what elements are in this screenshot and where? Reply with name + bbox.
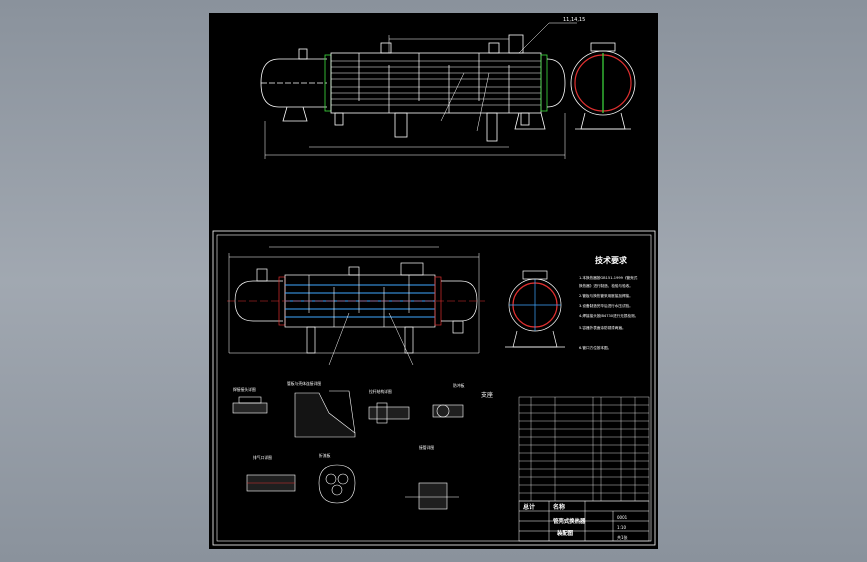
assembly-end-view (505, 270, 565, 348)
tech-req-line: 6.管口方位按本图。 (579, 345, 611, 350)
tube-bundle (331, 60, 541, 106)
tech-req-line: 换热器》进行制造、检验与验收。 (579, 283, 633, 288)
baffles (358, 53, 510, 113)
tech-req-line: 1.本换热器按GB151-1999《管壳式 (579, 275, 638, 280)
detail-label-5: 支座 (481, 391, 493, 399)
drawing-sheet-count: 共1张 (617, 534, 628, 540)
cad-drawing: 11,14,15 (212, 17, 656, 546)
title-block-total: 总计 (523, 503, 535, 511)
drawing-code: 0001 (617, 515, 628, 520)
tech-req-line: 2.管板与换热管采用胀接加焊接。 (579, 293, 633, 298)
detail-label-6: 折流板 (319, 453, 331, 458)
tech-req-line: 4.焊接接头按JB4730进行无损检测。 (579, 313, 638, 318)
top-nozzle-label: 11,14,15 (563, 17, 585, 23)
detail-label-7: 排气口详图 (253, 455, 272, 460)
detail-label-1: 焊接接头详图 (233, 387, 256, 392)
detail-label-8: 接管详图 (419, 445, 434, 450)
detail-label-3: 拉杆结构详图 (369, 389, 392, 394)
right-tubesheet (540, 54, 548, 112)
drawing-title-2: 装配图 (556, 529, 574, 537)
title-block (518, 500, 650, 542)
tech-req-line: 3.设备制造完毕后进行水压试验。 (579, 303, 633, 308)
detail-labels: 焊接接头详图 管板与壳体连接详图 拉杆结构详图 防冲板 支座 折流板 排气口详图… (233, 381, 493, 460)
detail-label-4: 防冲板 (453, 383, 465, 388)
sheet-frame-outer (212, 230, 656, 546)
sheet-frame-inner (216, 234, 652, 542)
top-elevation-view (260, 22, 636, 159)
drawing-title-1: 管壳式换热器 (553, 517, 586, 525)
drawing-sheet: 11,14,15 (209, 13, 658, 549)
dimension-lines (264, 35, 566, 159)
detail-drawings (232, 390, 464, 510)
parts-list (518, 396, 650, 502)
tech-req-title: 技术要求 (595, 255, 628, 265)
assembly-view (227, 246, 485, 366)
drawing-scale: 1:10 (617, 525, 626, 530)
shell (330, 52, 542, 114)
title-block-name: 名称 (553, 503, 565, 511)
detail-label-2: 管板与壳体连接详图 (287, 381, 321, 386)
right-head (546, 58, 566, 108)
tech-req-line: 5.容器外表面涂防锈漆两遍。 (579, 325, 626, 330)
tech-req-lines: 1.本换热器按GB151-1999《管壳式 换热器》进行制造、检验与验收。 2.… (579, 275, 638, 350)
